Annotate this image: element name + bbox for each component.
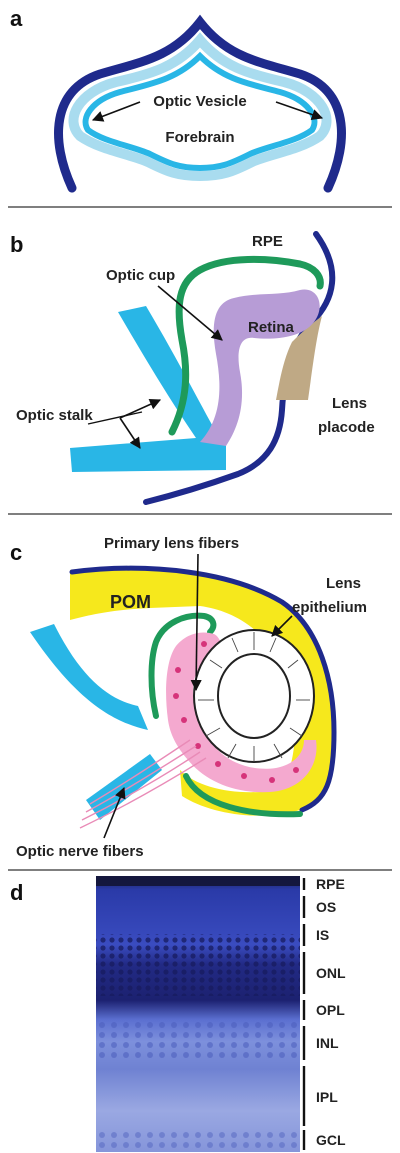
layer-label-is: IS bbox=[316, 927, 329, 943]
label-optic-stalk: Optic stalk bbox=[16, 407, 93, 424]
label-optic-cup: Optic cup bbox=[106, 267, 175, 284]
arrow-optic-stalk-1 bbox=[120, 400, 160, 418]
layer-label-os: OS bbox=[316, 899, 336, 915]
panel-c-letter: c bbox=[10, 540, 22, 565]
label-lens-b-2: placode bbox=[318, 419, 375, 436]
layer-label-rpe: RPE bbox=[316, 876, 345, 892]
label-optic-vesicle: Optic Vesicle bbox=[153, 93, 246, 110]
retina-histology-image bbox=[96, 876, 300, 1152]
layer-label-inl: INL bbox=[316, 1035, 339, 1051]
label-rpe-b: RPE bbox=[252, 233, 283, 250]
panel-b: b Optic cup RPE Retina Optic stalk Lens … bbox=[10, 232, 375, 502]
panel-c: c bbox=[10, 535, 367, 860]
label-pom: POM bbox=[110, 592, 151, 612]
arrow-optic-vesicle-left bbox=[93, 102, 140, 120]
layer-label-opl: OPL bbox=[316, 1002, 345, 1018]
optic-stalk-c-lower bbox=[86, 754, 162, 820]
panel-a-letter: a bbox=[10, 6, 23, 31]
label-primary-lens-fibers: Primary lens fibers bbox=[104, 535, 239, 552]
panel-a: a Optic Vesicle Forebrain bbox=[10, 6, 341, 188]
label-lens-c-2: epithelium bbox=[292, 599, 367, 616]
lens-vesicle-lumen bbox=[218, 654, 290, 738]
panel-b-letter: b bbox=[10, 232, 23, 257]
layer-label-ipl: IPL bbox=[316, 1089, 338, 1105]
label-optic-nerve-fibers: Optic nerve fibers bbox=[16, 843, 144, 860]
arrow-optic-cup bbox=[158, 286, 222, 340]
arrow-optic-stalk-upper bbox=[88, 412, 142, 424]
panel-d: d RPE OS IS ONL OPL INL IPL GCL bbox=[10, 876, 346, 1152]
optic-stalk-c bbox=[30, 624, 148, 730]
label-forebrain: Forebrain bbox=[165, 129, 234, 146]
label-retina: Retina bbox=[248, 319, 295, 336]
label-lens-b-1: Lens bbox=[332, 395, 367, 412]
layer-label-onl: ONL bbox=[316, 965, 346, 981]
layer-label-gcl: GCL bbox=[316, 1132, 346, 1148]
optic-stalk-shape bbox=[70, 306, 226, 472]
panel-d-letter: d bbox=[10, 880, 23, 905]
label-lens-c-1: Lens bbox=[326, 575, 361, 592]
